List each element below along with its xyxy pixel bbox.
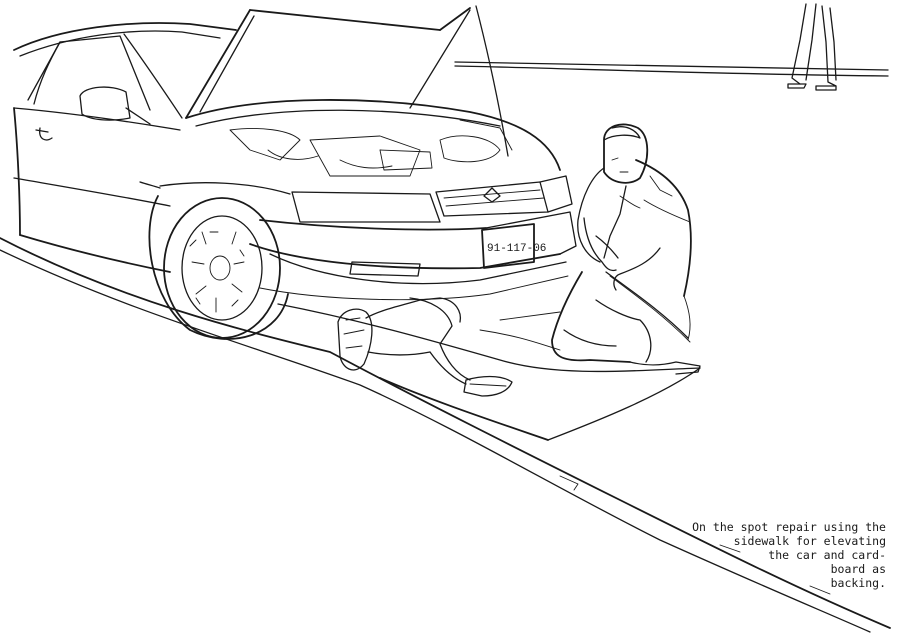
kneeling-mechanic <box>551 123 701 375</box>
car: 91-117-06 <box>13 5 577 301</box>
caption-line: board as <box>830 562 886 576</box>
caption-line: the car and card- <box>768 548 886 562</box>
caption-line: backing. <box>830 576 886 590</box>
background-sidewalk <box>454 61 889 77</box>
curb <box>0 237 891 633</box>
caption: On the spot repair using the sidewalk fo… <box>686 520 886 590</box>
caption-line: On the spot repair using the <box>692 520 886 534</box>
person-under-car <box>337 297 513 397</box>
cardboard-sheet <box>277 303 701 441</box>
background-pedestrian <box>787 3 837 91</box>
caption-line: sidewalk for elevating <box>733 534 886 548</box>
license-plate-number: 91-117-06 <box>487 243 546 255</box>
car-front-wheel <box>148 195 289 340</box>
